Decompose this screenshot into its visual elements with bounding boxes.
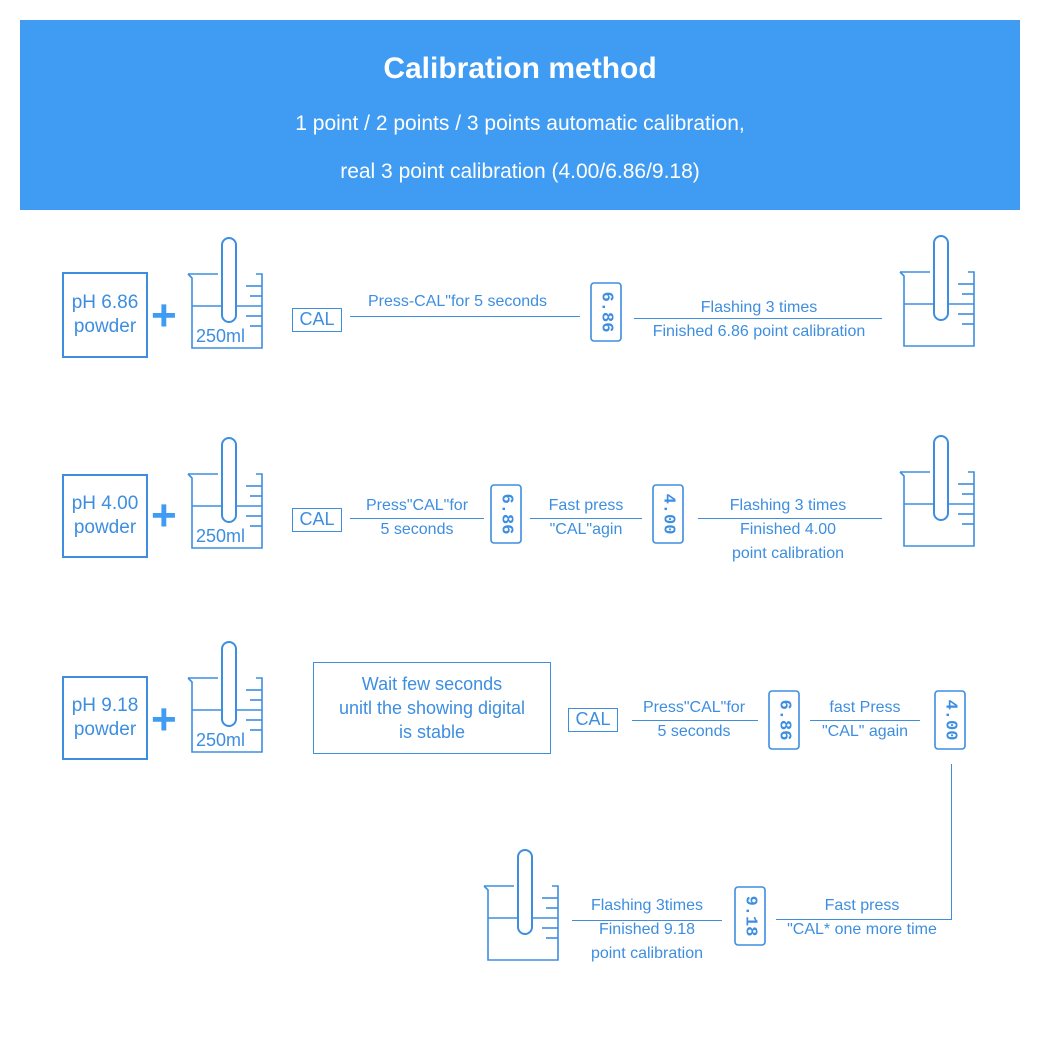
lcd-display-icon: 4.00: [934, 690, 966, 750]
header-banner: Calibration method 1 point / 2 points / …: [20, 20, 1020, 210]
beaker-with-probe-icon: [896, 234, 978, 350]
beaker-with-probe-icon: [896, 434, 978, 550]
beaker-with-probe-icon: [480, 848, 562, 964]
step-label-2: 5 seconds: [380, 521, 454, 538]
arrow-line: [632, 720, 758, 721]
cal-button: CAL: [568, 708, 618, 732]
plus-icon: +: [151, 491, 177, 540]
beaker-volume-label: 250ml: [196, 526, 246, 546]
beaker-volume-label: 250ml: [196, 730, 246, 750]
lcd-display-icon: 6.86: [768, 690, 800, 750]
result-label-2: Finished 4.00: [739, 521, 837, 538]
step-label-2: 5 seconds: [657, 723, 731, 740]
step-label-3: Fast press: [548, 497, 624, 514]
subtitle-line-2: real 3 point calibration (4.00/6.86/9.18…: [340, 160, 700, 183]
step-label: Press-CAL"for 5 seconds: [367, 293, 548, 310]
result-label-3: point calibration: [590, 945, 704, 962]
arrow-line: [350, 518, 484, 519]
lcd-reading: 6.86: [497, 494, 516, 535]
arrow-line: [698, 518, 882, 519]
connector-line: [951, 764, 952, 920]
arrow-line: [530, 518, 642, 519]
plus-icon: +: [151, 695, 177, 744]
arrow-line: [810, 720, 920, 721]
beaker-with-probe-icon: [184, 436, 266, 552]
wait-note-line: unitl the showing digital: [338, 698, 526, 718]
step-label-1: Press"CAL"for: [365, 497, 469, 514]
lcd-reading: 6.86: [597, 292, 616, 333]
wait-note-line: is stable: [398, 722, 466, 742]
beaker-volume-label: 250ml: [196, 326, 246, 346]
lcd-display-icon: 9.18: [734, 886, 766, 946]
lcd-display-icon: 6.86: [490, 484, 522, 544]
beaker-with-probe-icon: [184, 236, 266, 352]
powder-box-400: pH 4.00 powder: [62, 474, 148, 558]
result-label-1: Flashing 3times: [590, 897, 704, 914]
powder-box-918: pH 9.18 powder: [62, 676, 148, 760]
arrow-line: [634, 318, 882, 319]
lcd-display-icon: 6.86: [590, 282, 622, 342]
powder-label-ph: pH 6.86: [71, 292, 139, 313]
plus-icon: +: [151, 291, 177, 340]
powder-label-word: powder: [73, 719, 137, 740]
powder-label-word: powder: [73, 517, 137, 538]
powder-box-686: pH 6.86 powder: [62, 272, 148, 358]
step-label-5: Fast press: [824, 897, 900, 914]
step-label-1: Press"CAL"for: [642, 699, 746, 716]
arrow-line: [572, 920, 722, 921]
lcd-reading: 4.00: [941, 700, 960, 741]
step-label-6: "CAL* one more time: [787, 921, 937, 938]
powder-label-word: powder: [73, 316, 137, 337]
step-label-4: "CAL" again: [821, 723, 909, 740]
lcd-reading: 6.86: [775, 700, 794, 741]
arrow-line: [776, 919, 952, 920]
result-label-2: Finished 9.18: [598, 921, 696, 938]
cal-button: CAL: [292, 508, 342, 532]
result-label-1: Flashing 3 times: [729, 497, 847, 514]
cal-button: CAL: [292, 308, 342, 332]
powder-label-ph: pH 4.00: [71, 493, 139, 514]
arrow-line: [350, 316, 580, 317]
subtitle-line-1: 1 point / 2 points / 3 points automatic …: [295, 112, 745, 135]
result-label-2: Finished 6.86 point calibration: [652, 323, 866, 340]
wait-note-line: Wait few seconds: [361, 674, 503, 694]
result-label-1: Flashing 3 times: [700, 299, 818, 316]
beaker-with-probe-icon: [184, 640, 266, 756]
lcd-display-icon: 4.00: [652, 484, 684, 544]
step-label-3: fast Press: [829, 699, 901, 716]
result-label-3: point calibration: [731, 545, 845, 562]
step-label-4: "CAL"agin: [549, 521, 623, 538]
lcd-reading: 4.00: [659, 494, 678, 535]
wait-note-box: Wait few seconds unitl the showing digit…: [313, 662, 551, 754]
page-title: Calibration method: [383, 52, 657, 85]
lcd-reading: 9.18: [741, 896, 760, 937]
powder-label-ph: pH 9.18: [71, 695, 139, 716]
